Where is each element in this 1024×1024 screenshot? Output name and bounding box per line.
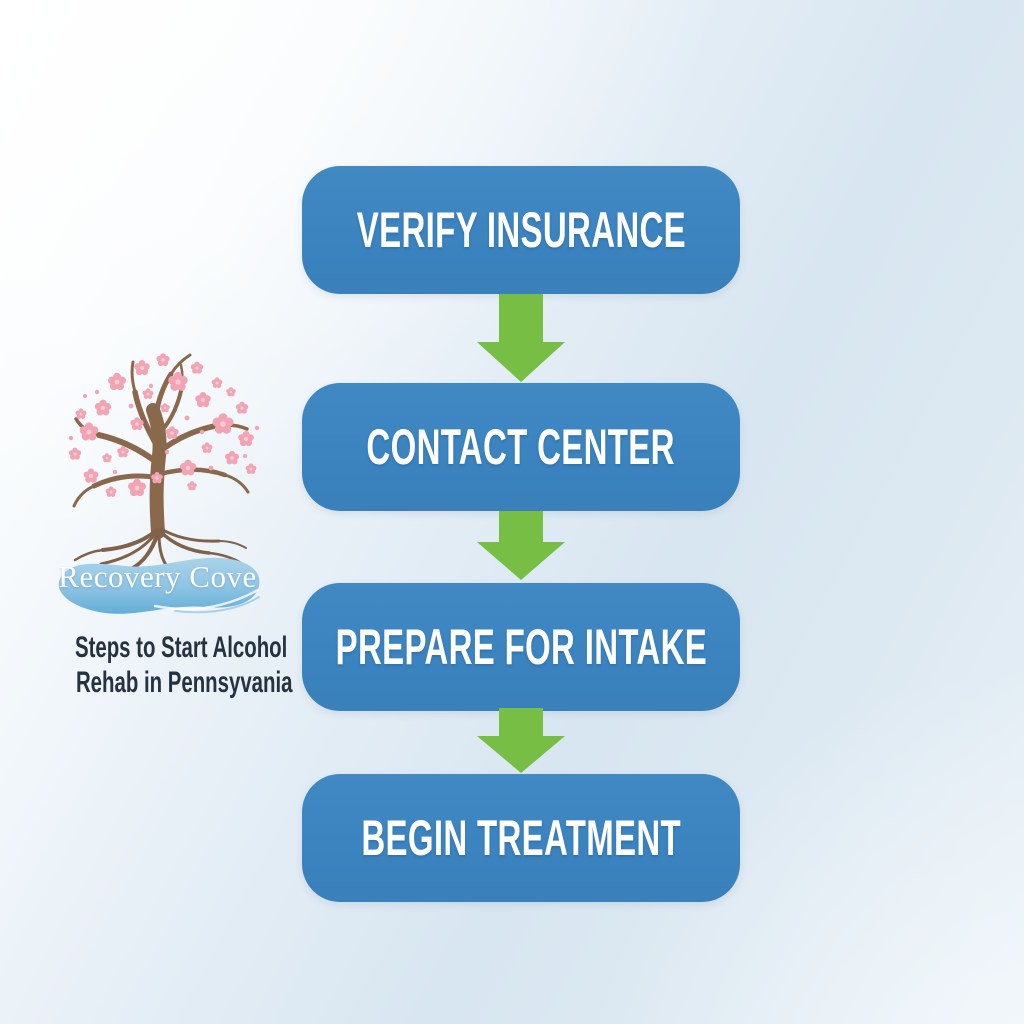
step-label: CONTACT CENTER [366, 419, 676, 475]
title-line-2: Rehab in Pennsyvania [75, 666, 293, 699]
down-arrow-icon [302, 708, 740, 773]
arrow-head [477, 736, 565, 773]
down-arrow-icon [302, 511, 740, 580]
step-label: BEGIN TREATMENT [361, 810, 681, 866]
brand-wave-badge: Recovery Cove [50, 545, 265, 617]
arrow-shaft [499, 708, 543, 736]
step-label: VERIFY INSURANCE [356, 202, 686, 258]
step-label: PREPARE FOR INTAKE [335, 619, 707, 675]
arrow-head [477, 342, 565, 382]
step-box-contact-center: CONTACT CENTER [302, 383, 740, 511]
cherry-blossom-tree-icon [68, 353, 260, 574]
down-arrow-icon [302, 294, 740, 382]
arrow-head [477, 542, 565, 580]
brand-name: Recovery Cove [58, 559, 257, 594]
arrow-shaft [499, 294, 543, 342]
arrow-shaft [499, 511, 543, 542]
step-box-prepare-for-intake: PREPARE FOR INTAKE [302, 583, 740, 711]
infographic-title: Steps to Start Alcohol Rehab in Pennsyva… [25, 630, 293, 700]
step-box-begin-treatment: BEGIN TREATMENT [302, 774, 740, 902]
title-line-1: Steps to Start Alcohol [74, 631, 288, 664]
water-wave-icon [58, 557, 260, 614]
step-box-verify-insurance: VERIFY INSURANCE [302, 166, 740, 294]
